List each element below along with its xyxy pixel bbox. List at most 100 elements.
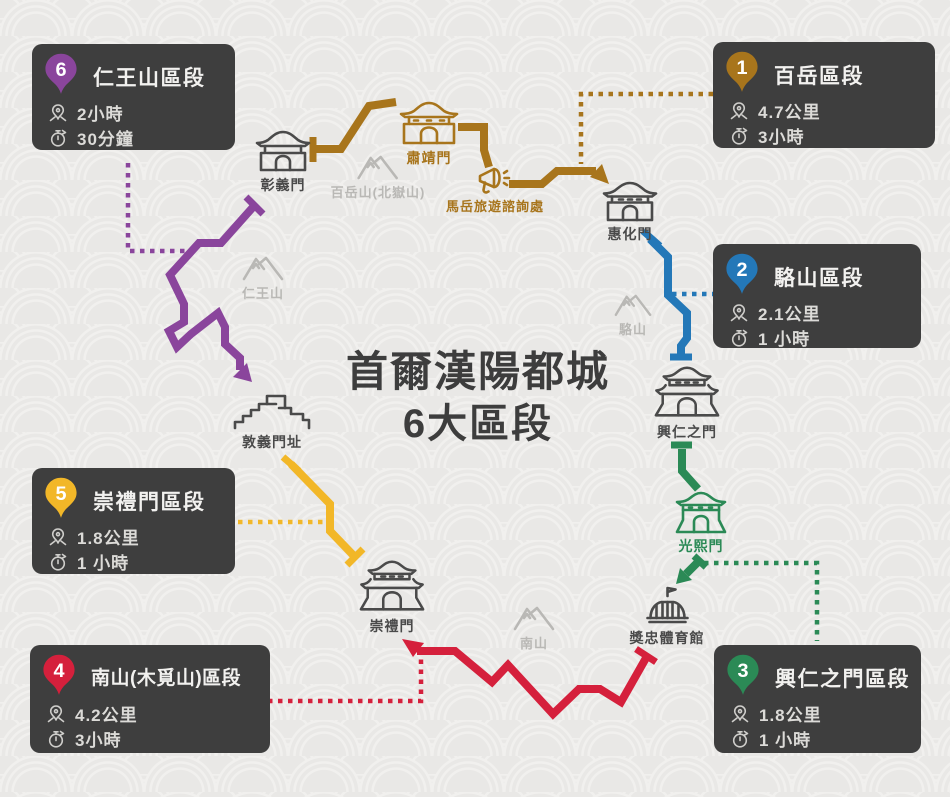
gate-icon — [675, 491, 727, 534]
section-distance-row: 2.1公里 — [729, 300, 921, 325]
landmark-label: 惠化門 — [607, 226, 653, 242]
trail-section-heunginjimun — [671, 441, 709, 584]
landmark-heunginjimun: 興仁之門 — [653, 364, 721, 442]
page-title: 首爾漢陽都城 6大區段 — [346, 346, 610, 449]
mountain-icon — [513, 606, 555, 631]
section-duration-row: 3小時 — [46, 726, 270, 751]
duration-icon — [50, 129, 67, 147]
landmark-jangchung-stadium: 獎忠體育館 — [630, 586, 705, 648]
two-story-gate-icon — [654, 366, 720, 417]
numbered-pin-icon: 2 — [726, 253, 758, 294]
section-duration-row: 1 小時 — [730, 726, 921, 751]
trail-section-naksan — [640, 228, 692, 361]
section-distance-row: 4.2公里 — [46, 701, 270, 726]
distance-icon — [730, 101, 748, 119]
svg-text:6: 6 — [55, 59, 66, 81]
mountain-icon — [614, 294, 652, 317]
section-box-inwangsan: 6 仁王山區段 2小時 30分鐘 — [32, 44, 235, 150]
distance-icon — [731, 704, 749, 722]
numbered-pin-icon: 1 — [726, 51, 758, 92]
svg-text:4: 4 — [53, 660, 64, 682]
gate-icon — [255, 130, 311, 172]
section-box-naksan: 2 駱山區段 2.1公里 1 小時 — [713, 244, 921, 350]
landmark-changuimun: 彰義門 — [255, 129, 311, 195]
section-box-namsan: 4 南山(木覓山)區段 4.2公里 3小時 — [30, 645, 270, 753]
section-title: 仁王山區段 — [93, 67, 206, 90]
gate-icon — [602, 181, 658, 222]
duration-icon — [731, 329, 748, 347]
section-box-heunginjimun: 3 興仁之門區段 1.8公里 1 小時 — [714, 645, 921, 753]
landmark-label: 馬岳旅遊諮詢處 — [445, 199, 545, 214]
section-box-baegak: 1 百岳區段 4.7公里 3小時 — [713, 42, 935, 148]
section-distance-row: 4.7公里 — [729, 98, 935, 123]
stadium-icon — [645, 586, 689, 624]
distance-icon — [47, 704, 65, 722]
numbered-pin-icon: 3 — [727, 654, 759, 695]
landmark-label: 駱山 — [618, 322, 647, 337]
distance-icon — [730, 303, 748, 321]
landmark-label: 敦義門址 — [242, 434, 302, 450]
numbered-pin-icon: 5 — [45, 477, 77, 518]
section-duration-row: 1 小時 — [729, 325, 921, 350]
section-duration-row: 30分鐘 — [48, 125, 235, 150]
landmark-label: 獎忠體育館 — [629, 630, 705, 646]
mountain-icon — [242, 256, 284, 281]
trail-section-sungnyemun — [280, 454, 366, 568]
landmark-sungnyemun: 崇禮門 — [358, 558, 426, 636]
connector-section-heunginjimun — [704, 560, 820, 641]
distance-icon — [49, 103, 67, 121]
numbered-pin-icon: 6 — [45, 53, 77, 94]
section-box-sungnyemun: 5 崇禮門區段 1.8公里 1 小時 — [32, 468, 235, 574]
svg-text:1: 1 — [736, 57, 747, 79]
section-distance-row: 1.8公里 — [48, 524, 235, 549]
landmark-maak-info: 馬岳旅遊諮詢處 — [446, 166, 544, 215]
duration-icon — [731, 127, 748, 145]
trail-section-baegak — [309, 98, 609, 188]
section-title: 崇禮門區段 — [93, 491, 206, 514]
section-distance-row: 2小時 — [48, 100, 235, 125]
section-distance-row: 1.8公里 — [730, 701, 921, 726]
connector-section-baegak — [578, 91, 713, 164]
megaphone-icon — [478, 167, 511, 194]
connector-section-inwangsan — [125, 163, 187, 254]
page-title-line1: 首爾漢陽都城 — [345, 348, 611, 395]
section-title: 駱山區段 — [774, 267, 864, 290]
section-title: 興仁之門區段 — [775, 668, 910, 691]
duration-icon — [50, 553, 67, 571]
section-title: 南山(木覓山)區段 — [91, 668, 242, 689]
duration-icon — [48, 730, 65, 748]
landmark-label: 百岳山(北嶽山) — [330, 185, 426, 200]
landmark-label: 彰義門 — [260, 177, 306, 193]
landmark-baegaksan: 百岳山(北嶽山) — [331, 152, 426, 201]
mountain-icon — [357, 155, 399, 180]
landmark-label: 肅靖門 — [406, 150, 452, 166]
two-story-gate-icon — [359, 560, 425, 611]
distance-icon — [49, 527, 67, 545]
numbered-pin-icon: 4 — [43, 654, 75, 695]
trail-section-namsan — [402, 639, 658, 720]
svg-text:5: 5 — [55, 483, 66, 505]
section-duration-row: 3小時 — [729, 123, 935, 148]
section-duration-row: 1 小時 — [48, 549, 235, 574]
landmark-sukjeongmun: 肅靖門 — [396, 100, 462, 168]
trail-section-inwangsan — [163, 194, 266, 382]
landmark-inwangsan: 仁王山 — [242, 253, 284, 302]
gate-site-stairs-icon — [233, 394, 311, 430]
page-title-line2: 6大區段 — [402, 401, 554, 446]
gate-icon — [399, 101, 459, 145]
section-title: 百岳區段 — [774, 65, 864, 88]
landmark-label: 崇禮門 — [369, 618, 415, 634]
landmark-label: 南山 — [519, 636, 548, 651]
landmark-label: 興仁之門 — [657, 424, 717, 440]
landmark-namsan: 南山 — [513, 603, 555, 652]
landmark-label: 仁王山 — [241, 286, 285, 301]
landmark-label: 光熙門 — [678, 538, 724, 554]
connector-section-namsan — [268, 658, 424, 704]
landmark-naksan: 駱山 — [614, 291, 652, 338]
landmark-donuimun-site: 敦義門址 — [233, 392, 311, 452]
landmark-gwangheuimun: 光熙門 — [674, 490, 728, 556]
svg-text:3: 3 — [737, 660, 748, 682]
svg-text:2: 2 — [736, 259, 747, 281]
